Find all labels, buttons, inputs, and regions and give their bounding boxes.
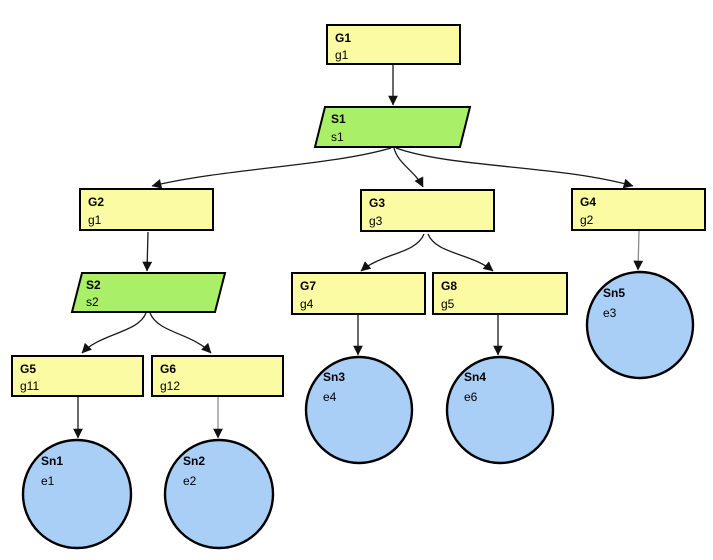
node-sn1[interactable]: Sn1 e1 [21, 438, 133, 550]
edge-S1-G2 [151, 147, 392, 189]
node-g7[interactable]: G7 g4 [291, 272, 426, 315]
node-sublabel: e2 [183, 474, 197, 488]
strategy-parallelogram-shape [70, 272, 227, 313]
node-sublabel: e4 [323, 390, 337, 404]
node-label: Sn4 [464, 370, 486, 384]
edge-G3-G7 [360, 233, 425, 272]
goal-box-shape [326, 24, 461, 65]
node-s2[interactable]: S2 s2 [70, 272, 227, 313]
node-label: S2 [86, 278, 101, 292]
node-sublabel: g5 [441, 297, 455, 311]
goal-box-shape [432, 272, 568, 315]
node-g6[interactable]: G6 g12 [151, 355, 284, 397]
strategy-parallelogram-shape [313, 106, 472, 148]
goal-box-shape [571, 188, 706, 231]
node-sn4[interactable]: Sn4 e6 [445, 355, 555, 465]
edge-S2-G5 [81, 312, 147, 354]
node-sublabel: g2 [580, 213, 594, 227]
node-sn2[interactable]: Sn2 e2 [163, 438, 275, 550]
node-sublabel: e1 [41, 474, 55, 488]
node-label: Sn5 [603, 286, 625, 300]
node-g4[interactable]: G4 g2 [571, 188, 706, 231]
node-label: Sn1 [41, 454, 63, 468]
node-label: G6 [160, 362, 176, 376]
edge-G4-Sn5 [633, 230, 644, 271]
node-label: G1 [335, 31, 351, 45]
node-sublabel: s2 [86, 295, 99, 309]
goal-box-shape [291, 272, 426, 315]
goal-box-shape [11, 355, 144, 397]
node-label: Sn3 [323, 370, 345, 384]
node-label: G3 [369, 196, 385, 210]
node-sublabel: g1 [335, 48, 349, 62]
node-label: G8 [441, 279, 457, 293]
node-sublabel: g1 [88, 213, 102, 227]
edge-S2-G6 [149, 312, 212, 354]
solution-circle-shape [304, 355, 414, 465]
node-sublabel: s1 [331, 130, 344, 144]
node-sublabel: g11 [20, 379, 39, 393]
node-label: G7 [300, 279, 316, 293]
goal-box-shape [360, 189, 495, 232]
node-label: G5 [20, 362, 36, 376]
node-sn5[interactable]: Sn5 e3 [585, 270, 695, 380]
edge-layer [73, 64, 644, 439]
solution-circle-shape [163, 438, 275, 550]
node-label: S1 [331, 112, 346, 126]
edge-S1-G3 [393, 147, 424, 188]
edge-G2-S2 [142, 231, 153, 272]
node-sublabel: e6 [464, 390, 478, 404]
node-label: Sn2 [183, 454, 205, 468]
node-g8[interactable]: G8 g5 [432, 272, 568, 315]
node-sublabel: g3 [369, 214, 383, 228]
node-sublabel: g12 [160, 379, 180, 393]
node-g2[interactable]: G2 g1 [79, 188, 214, 231]
node-sublabel: e3 [603, 306, 617, 320]
goal-box-shape [151, 355, 284, 397]
node-g5[interactable]: G5 g11 [11, 355, 144, 397]
edge-S1-G4 [395, 147, 634, 189]
goal-box-shape [79, 188, 214, 231]
node-label: G2 [88, 195, 104, 209]
solution-circle-shape [21, 438, 133, 550]
node-sublabel: g4 [300, 297, 314, 311]
solution-circle-shape [585, 270, 695, 380]
node-s1[interactable]: S1 s1 [313, 106, 472, 148]
node-g1[interactable]: G1 g1 [326, 24, 461, 65]
node-label: G4 [580, 195, 596, 209]
solution-circle-shape [445, 355, 555, 465]
node-g3[interactable]: G3 g3 [360, 189, 495, 232]
node-sn3[interactable]: Sn3 e4 [304, 355, 414, 465]
edge-G3-G8 [427, 233, 494, 272]
